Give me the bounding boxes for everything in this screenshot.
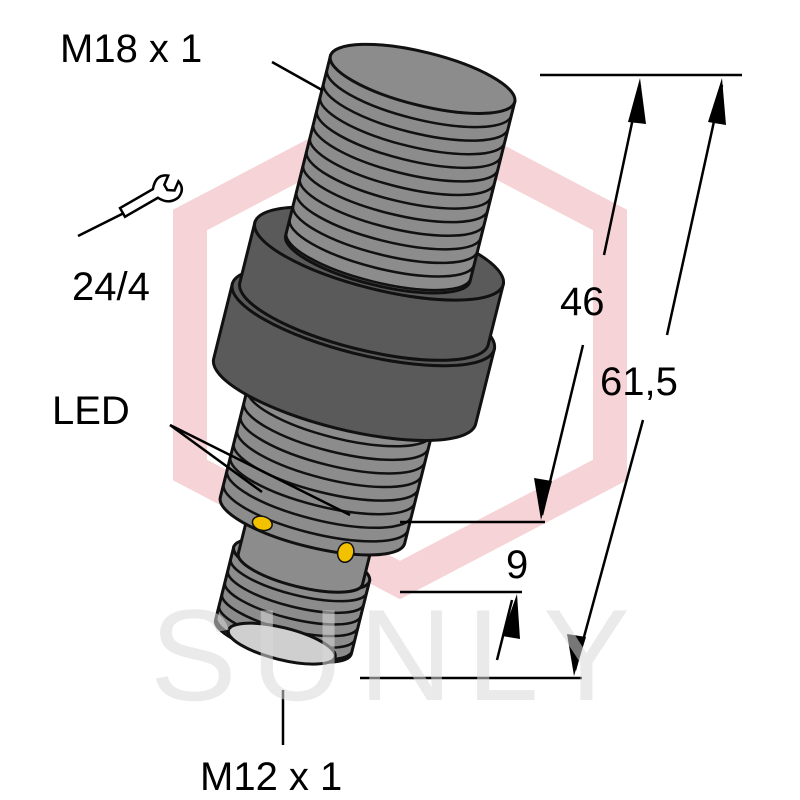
- wrench-icon: [118, 174, 184, 219]
- leader-led-1: [169, 423, 263, 494]
- thread-line-m12: [223, 581, 363, 626]
- label-m12: M12 x 1: [200, 755, 342, 799]
- label-led: LED: [52, 389, 130, 433]
- watermark-logo: [173, 90, 627, 600]
- led-indicator-icon: [336, 541, 355, 564]
- leader-wrench: [77, 210, 127, 238]
- upper-thread-m18-top: [328, 42, 517, 115]
- thread-line-lower: [242, 402, 430, 462]
- upper-thread-m18: [283, 54, 517, 295]
- label-dim-46: 46: [560, 280, 605, 324]
- thread-line-lower: [229, 456, 417, 516]
- thread-line-lower: [245, 388, 433, 448]
- label-m18: M18 x 1: [60, 27, 202, 71]
- dimension-arrows: [502, 78, 726, 676]
- thread-line-lower: [232, 442, 420, 502]
- arrow-61-top: [708, 78, 726, 125]
- dim-61-line-upper: [665, 84, 724, 336]
- thread-line-upper: [301, 164, 489, 224]
- label-dim-9: 9: [506, 543, 528, 587]
- thread-line-upper: [291, 205, 479, 265]
- thread-line-upper: [305, 150, 493, 210]
- thread-line-m12: [226, 570, 365, 615]
- thread-line-lower: [225, 469, 413, 530]
- leader-m18: [271, 60, 323, 92]
- thread-line-upper: [298, 177, 486, 237]
- arrow-46-bottom: [534, 478, 552, 520]
- thread-line-upper: [295, 191, 483, 251]
- thread-line-upper: [315, 109, 503, 170]
- led-indicator-icon: [251, 515, 273, 532]
- arrow-46-top: [628, 78, 646, 124]
- dim-61-line-lower: [573, 419, 645, 671]
- watermark-text: SUNLY: [150, 582, 644, 728]
- thread-line-lower: [235, 429, 423, 489]
- thread-line-lower: [239, 415, 427, 475]
- thread-line-upper: [325, 69, 513, 129]
- label-wrench-size: 24/4: [72, 265, 150, 309]
- label-dim-61-5: 61,5: [600, 360, 678, 404]
- sensor-body: [211, 42, 517, 666]
- thread-line-m12: [229, 558, 368, 603]
- arrow-9: [502, 594, 520, 639]
- thread-line-upper: [308, 137, 496, 197]
- leader-led-2: [169, 423, 351, 517]
- thread-line-upper: [318, 96, 506, 156]
- thread-line-lower: [222, 483, 410, 543]
- thread-line-upper: [284, 232, 472, 292]
- arrow-61-bottom: [567, 634, 586, 676]
- thread-line-upper: [312, 123, 500, 183]
- thread-line-upper: [322, 82, 510, 142]
- connector-face: [226, 621, 337, 666]
- thread-line-upper: [288, 218, 476, 278]
